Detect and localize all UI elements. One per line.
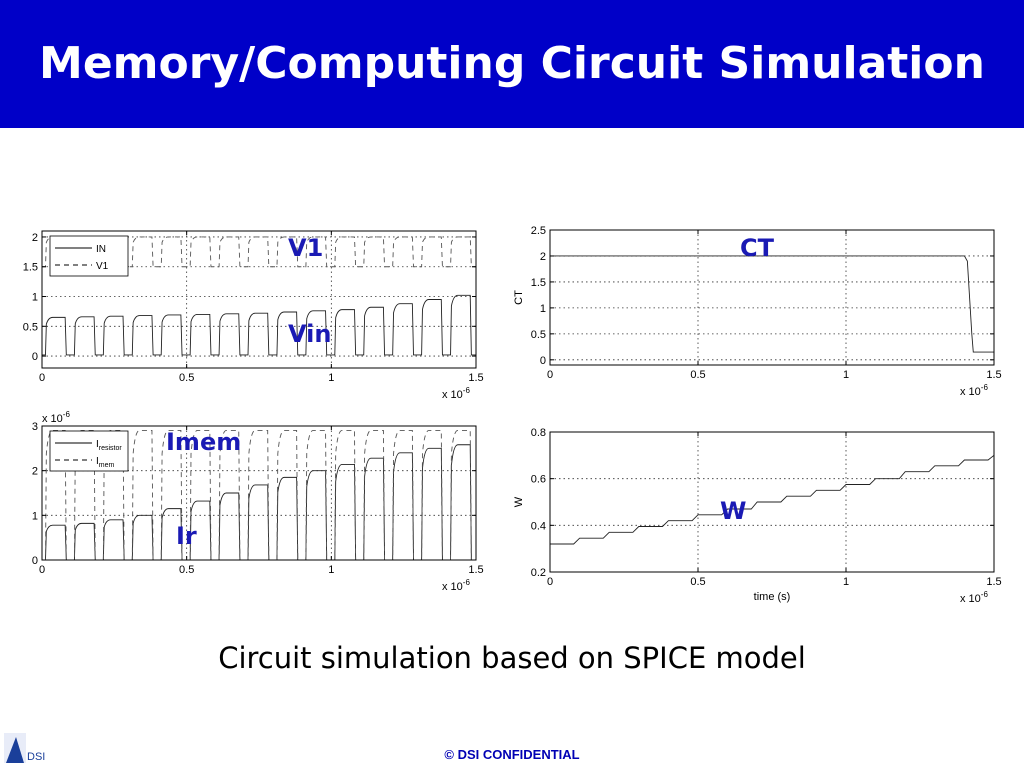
y-tick-label: 3 (32, 421, 38, 433)
y-tick-label: 0.2 (531, 567, 546, 579)
plot-frame (549, 229, 995, 366)
legend-label-0: IN (96, 244, 106, 255)
x-tick-label: 0.5 (179, 564, 194, 576)
y-tick-label: 2 (32, 466, 38, 478)
y-tick-label: 0.5 (531, 329, 546, 341)
y-multiplier-label: x 10-6 (42, 410, 70, 425)
footer-confidential: © DSI CONFIDENTIAL (444, 747, 580, 762)
plot-frame (549, 431, 995, 573)
x-tick-label: 0 (547, 576, 553, 588)
legend-label-1: V1 (96, 261, 109, 272)
x-tick-label: 1 (328, 372, 334, 384)
dsi-logo: DSI (4, 733, 45, 763)
annotation-w: W (720, 497, 747, 525)
y-axis-label: W (513, 496, 525, 507)
x-tick-label: 1.5 (468, 372, 483, 384)
logo-text: DSI (27, 751, 45, 763)
series-line-1 (42, 430, 476, 561)
x-tick-label: 0.5 (179, 372, 194, 384)
x-tick-label: 1 (843, 369, 849, 381)
x-tick-label: 0 (547, 369, 553, 381)
x-tick-label: 0 (39, 372, 45, 384)
legend-box (49, 430, 129, 472)
plot-w: 0 0.5 1 1.5 0.2 0.4 0.6 0.8 x 10-6 time (s) W (513, 427, 1002, 605)
x-tick-label: 1.5 (986, 369, 1001, 381)
y-tick-label: 1 (32, 510, 38, 522)
y-tick-label: 0 (540, 355, 546, 367)
y-tick-label: 0.5 (23, 321, 38, 333)
annotation-vin: Vin (288, 320, 332, 348)
legend-box (49, 235, 129, 277)
series-line-0 (550, 454, 995, 545)
y-tick-label: 0.4 (531, 520, 546, 532)
y-tick-label: 0 (32, 555, 38, 567)
x-multiplier-label: x 10-6 (960, 383, 988, 398)
y-tick-label: 2 (540, 251, 546, 263)
series-line-0 (42, 444, 476, 561)
y-axis-label: CT (513, 290, 525, 305)
y-tick-label: 2 (32, 232, 38, 244)
slide-title: Memory/Computing Circuit Simulation (39, 38, 985, 89)
plot-frame (41, 230, 477, 369)
series-line-0 (42, 294, 476, 356)
annotation-v1: V1 (288, 234, 324, 262)
x-tick-label: 1 (328, 564, 334, 576)
x-tick-label: 0 (39, 564, 45, 576)
y-tick-label: 2.5 (531, 225, 546, 237)
y-tick-label: 1 (32, 292, 38, 304)
y-tick-label: 0.8 (531, 427, 546, 439)
y-tick-label: 1.5 (23, 262, 38, 274)
series-line-0 (550, 255, 994, 353)
x-tick-label: 1 (843, 576, 849, 588)
annotation-ir: Ir (176, 522, 197, 550)
x-axis-label: time (s) (754, 591, 791, 603)
x-multiplier-label: x 10-6 (442, 578, 470, 593)
plot-in-v1: 0 0.5 1 1.5 0 0.5 1 1.5 2 x 10-6 IN V1 (23, 230, 484, 401)
caption: Circuit simulation based on SPICE model (218, 641, 806, 675)
x-multiplier-label: x 10-6 (960, 590, 988, 605)
y-tick-label: 0.6 (531, 474, 546, 486)
annotation-ct: CT (740, 234, 774, 262)
x-tick-label: 0.5 (690, 369, 705, 381)
title-bar: Memory/Computing Circuit Simulation (0, 0, 1024, 128)
x-multiplier-label: x 10-6 (442, 386, 470, 401)
x-tick-label: 1.5 (986, 576, 1001, 588)
annotation-imem: Imem (166, 428, 242, 456)
x-tick-label: 0.5 (690, 576, 705, 588)
plot-frame (41, 425, 477, 561)
plot-area (550, 230, 994, 365)
plot-ct: 0 0.5 1 1.5 0 0.5 1 1.5 2 2.5 x 10-6 CT (513, 225, 1002, 398)
y-tick-label: 0 (32, 351, 38, 363)
y-tick-label: 1 (540, 303, 546, 315)
x-tick-label: 1.5 (468, 564, 483, 576)
y-tick-label: 1.5 (531, 277, 546, 289)
